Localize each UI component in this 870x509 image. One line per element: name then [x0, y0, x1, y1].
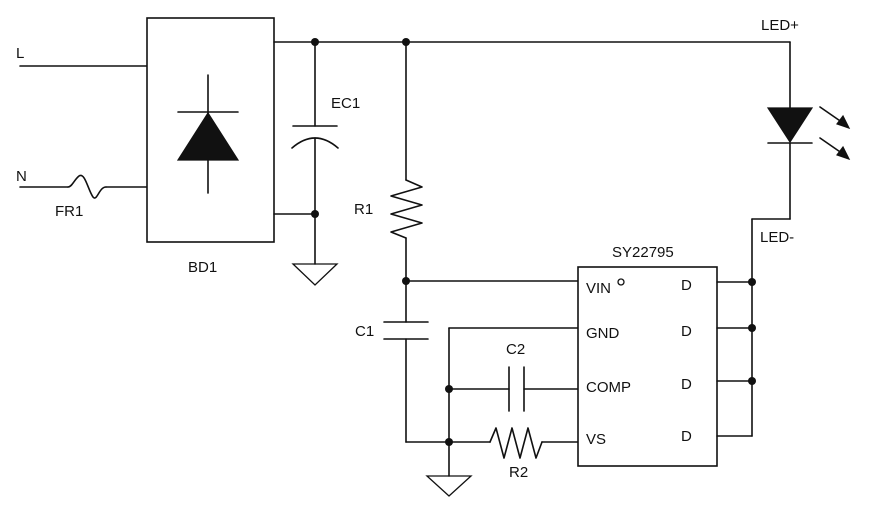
label-r1: R1	[354, 201, 373, 218]
label-r2: R2	[509, 464, 528, 481]
label-c1: C1	[355, 323, 374, 340]
label-l: L	[16, 45, 24, 62]
label-c2: C2	[506, 341, 525, 358]
label-ec1: EC1	[331, 95, 360, 112]
junction-node	[748, 324, 756, 332]
label-fr1: FR1	[55, 203, 83, 220]
ic-pin-vs: VS	[586, 431, 606, 448]
top-rail-wire	[273, 41, 791, 109]
led-diode	[751, 107, 814, 220]
capacitor-c1	[383, 321, 491, 443]
junction-node	[748, 377, 756, 385]
ground-symbol	[425, 475, 473, 497]
junction-node	[748, 278, 756, 286]
ground-symbol	[291, 263, 339, 286]
junction-node	[311, 210, 319, 218]
bridge-rectifier-bd1	[146, 17, 275, 243]
label-led-plus: LED+	[761, 17, 799, 34]
junction-node	[445, 438, 453, 446]
input-line-n	[19, 174, 148, 199]
ic-pin-d2: D	[681, 323, 692, 340]
light-emission-arrows-icon	[819, 106, 851, 161]
ic-pin-vin: VIN	[586, 280, 611, 297]
resistor-r2	[489, 427, 579, 459]
capacitor-ec1	[273, 41, 339, 265]
ic-pin-gnd: GND	[586, 325, 620, 342]
junction-node	[402, 277, 410, 285]
ic-pin-d1: D	[681, 277, 692, 294]
ic-pin-comp: COMP	[586, 379, 631, 396]
ic-name: SY22795	[612, 244, 674, 261]
ic-pin-d3: D	[681, 376, 692, 393]
gnd-wire	[448, 327, 579, 477]
label-bd1: BD1	[188, 259, 217, 276]
label-n: N	[16, 168, 27, 185]
capacitor-c2	[448, 366, 579, 412]
ic-pin-d4: D	[681, 428, 692, 445]
drain-bus-wire	[716, 218, 753, 437]
ic-sy22795	[577, 266, 718, 467]
label-led-minus: LED-	[760, 229, 794, 246]
